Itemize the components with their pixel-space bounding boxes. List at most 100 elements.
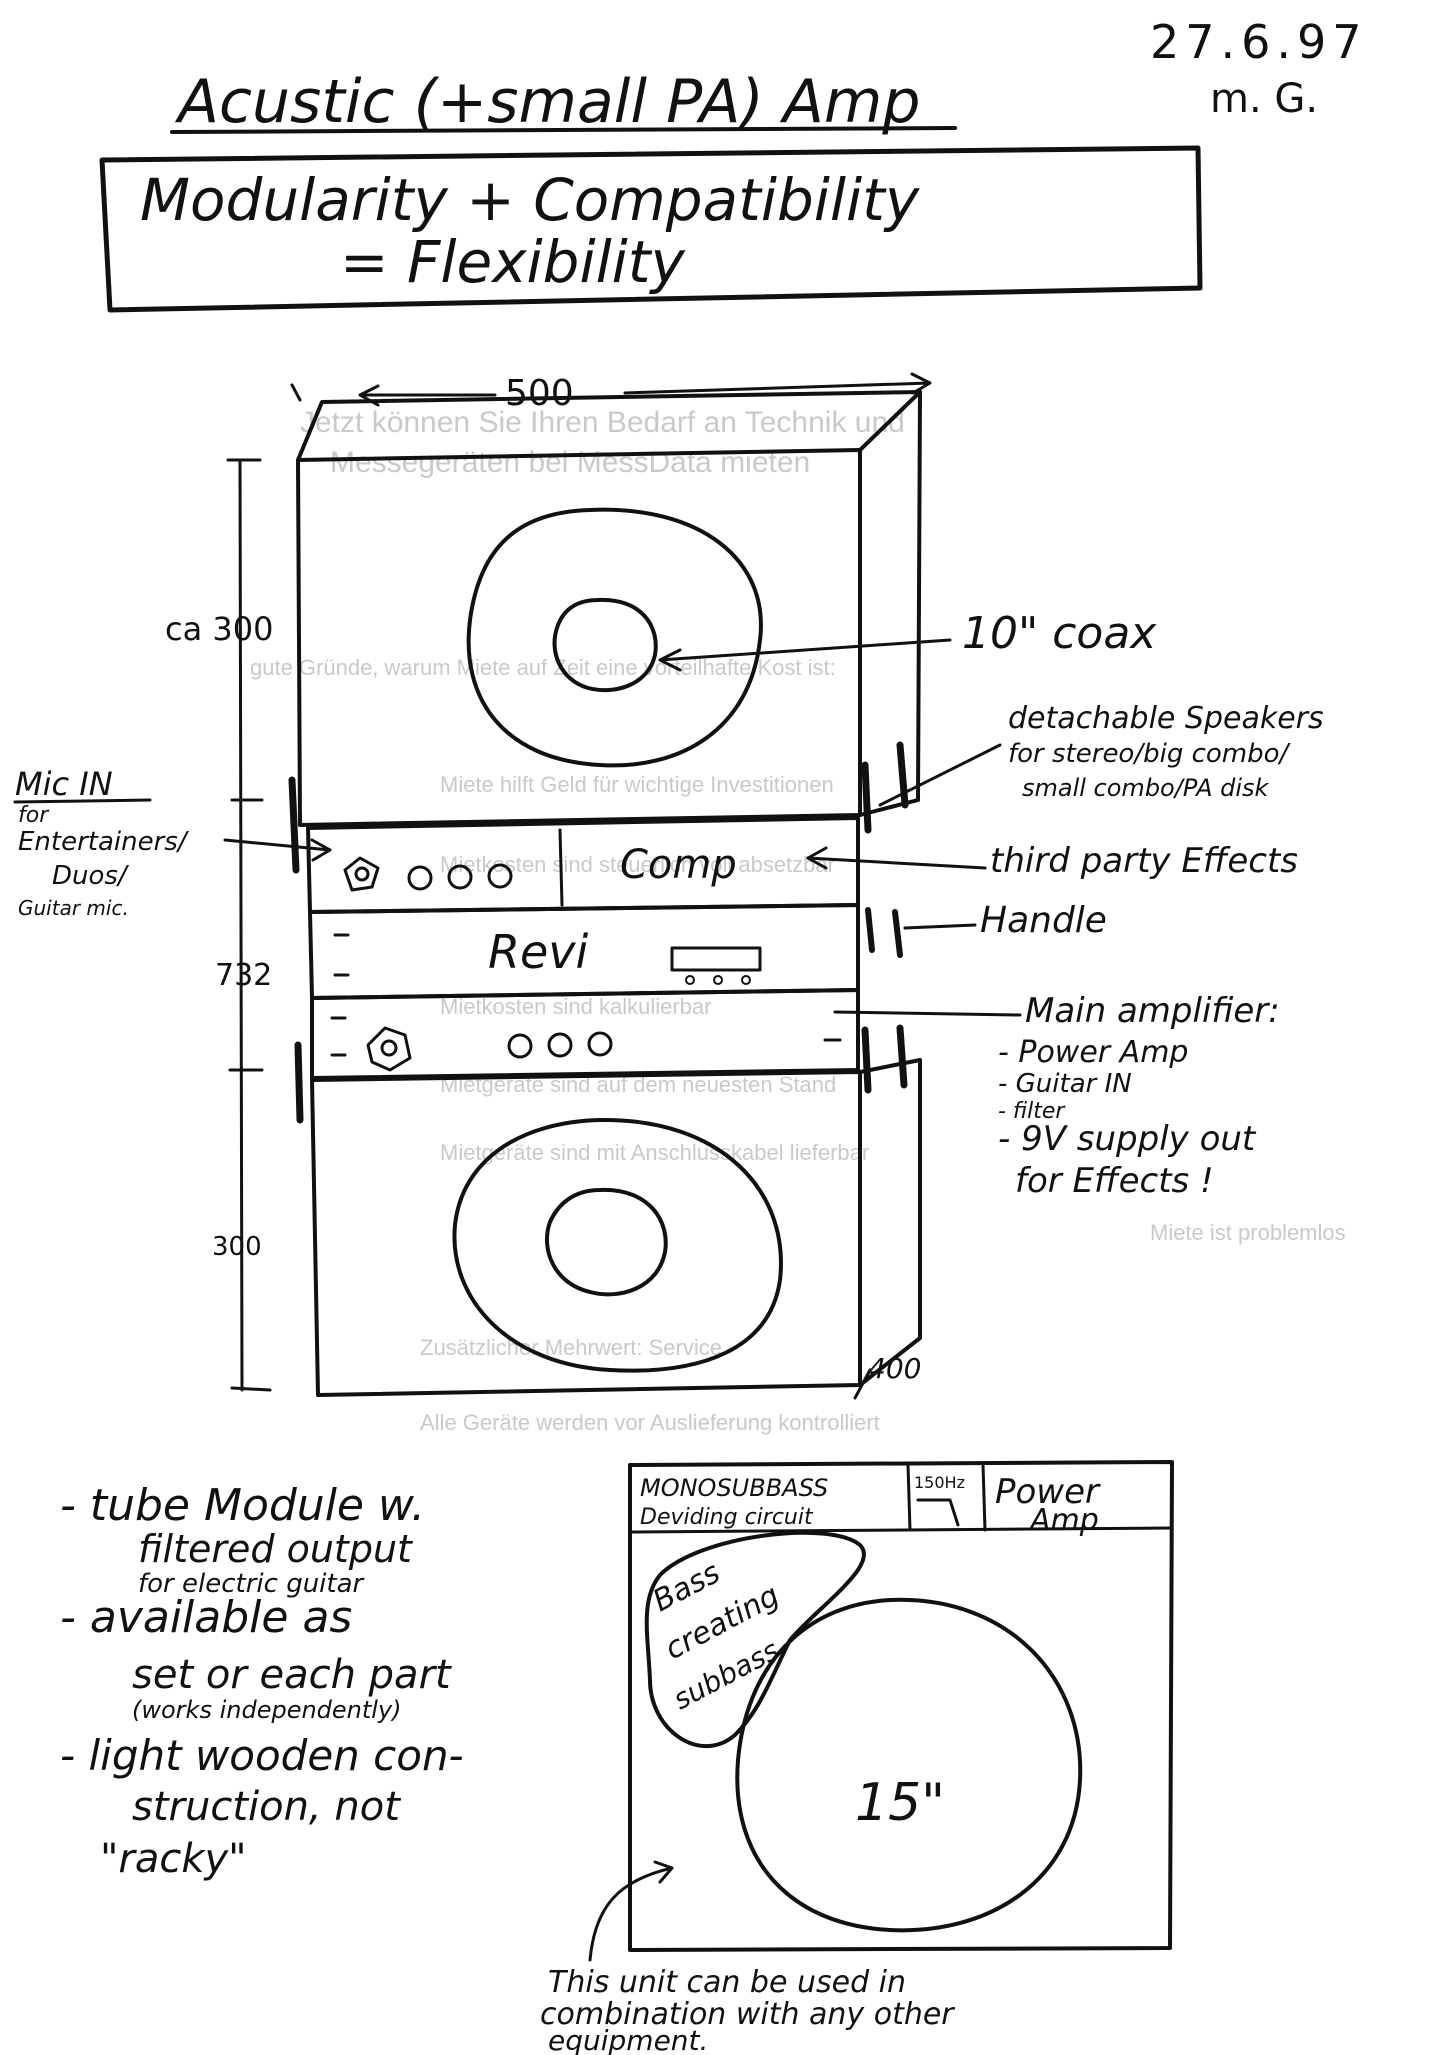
subwoofer-size-label: 15" [855, 1773, 945, 1833]
handle-label: Handle [980, 900, 1107, 941]
revi-label: Revi [488, 925, 588, 979]
subwoofer-cone [735, 1597, 1083, 1933]
height-ticks [226, 458, 272, 1392]
title-underline [170, 126, 957, 134]
mic-in-arrow [223, 838, 332, 862]
left-bottom-latch [294, 1041, 304, 1124]
combination-note-3: equipment. [548, 2024, 708, 2055]
sketch-title: Acustic (+small PA) Amp [174, 67, 920, 137]
total-height-label: 732 [215, 958, 272, 993]
knob-icon [547, 1032, 573, 1058]
revi-button-icon [713, 975, 723, 985]
main-amp-item: - filter [998, 1099, 1066, 1124]
knob-icon [407, 865, 433, 891]
right-bottom-latch [861, 1024, 908, 1094]
comp-divider [558, 828, 564, 907]
left-top-latch [288, 776, 300, 874]
main-amp-item: for Effects ! [1015, 1161, 1214, 1201]
main-amp-screws [330, 1016, 347, 1057]
subbass-header-left-2: Deviding circuit [640, 1505, 814, 1530]
handle-icon [865, 907, 903, 958]
comp-label: Comp [620, 842, 737, 888]
knob-icon [507, 1033, 533, 1059]
mic-jack-icon [343, 856, 380, 892]
bottom-speaker-dustcap [544, 1187, 668, 1297]
guitar-jack-icon [366, 1026, 412, 1072]
combination-note-1: This unit can be used in [548, 1965, 906, 2000]
handle-arrow [903, 923, 977, 930]
motto-box: Modularity + Compatibility = Flexibility [99, 145, 1203, 313]
detachable-line-2: for stereo/big combo/ [1008, 739, 1292, 769]
revi-display [670, 946, 762, 972]
header: 27.6.97 m. G. Acustic (+small PA) Amp [170, 15, 1368, 137]
feature-item-2-line-3: (works independently) [132, 1696, 402, 1724]
detachable-line-3: small combo/PA disk [1022, 774, 1270, 802]
mic-in-line: Entertainers/ [18, 827, 190, 857]
subbass-header-cells [906, 1462, 987, 1532]
width-tick [290, 383, 302, 402]
bleed-line: Zusätzlicher Mehrwert: Service [420, 1335, 722, 1360]
feature-item-2-line-1: - available as [60, 1592, 352, 1643]
author-initials: m. G. [1210, 76, 1318, 122]
mic-in-line: Guitar mic. [18, 896, 129, 920]
third-party-label: third party Effects [990, 841, 1298, 881]
bleed-line: Jetzt können Sie Ihren Bedarf an Technik… [300, 406, 905, 439]
sketch-date: 27.6.97 [1150, 15, 1368, 69]
bleed-through-text: Jetzt können Sie Ihren Bedarf an Technik… [250, 406, 1346, 1435]
main-amp-label: Main amplifier: [1025, 991, 1280, 1031]
detachable-arrow [878, 743, 1002, 807]
detachable-line-1: detachable Speakers [1008, 701, 1324, 736]
feature-item-1-line-3: for electric guitar [138, 1569, 366, 1599]
third-party-arrow [806, 846, 987, 870]
mic-in-title: Mic IN [15, 765, 113, 803]
height-line [238, 458, 244, 1392]
main-amp-item: - Power Amp [998, 1035, 1188, 1070]
motto-line-2: = Flexibility [340, 228, 686, 296]
bottom-speaker-cone [452, 1117, 783, 1373]
knob-icon [487, 863, 513, 889]
bleed-line: Miete ist problemlos [1150, 1220, 1346, 1245]
bottom-cabinet-side [858, 1058, 922, 1387]
mic-in-line: Duos/ [52, 861, 130, 891]
lowpass-icon [916, 1498, 960, 1527]
top-speaker-dustcap [552, 597, 658, 693]
feature-item-2-line-2: set or each part [132, 1652, 452, 1698]
height-dimensions: ca 300 732 300 400 [165, 458, 921, 1400]
feature-item-3-line-3: "racky" [100, 1836, 247, 1882]
bottom-height-label: 300 [212, 1232, 262, 1262]
combination-note-2: combination with any other [540, 1997, 955, 2032]
top-cabinet-top [296, 390, 922, 462]
coax-label: 10" coax [962, 608, 1157, 659]
feature-list: - tube Module w. filtered output for ele… [60, 1480, 464, 1882]
bleed-line: Alle Geräte werden vor Auslieferung kont… [420, 1410, 880, 1435]
main-amp-arrow [833, 1010, 1022, 1017]
main-amp-module [310, 988, 860, 1080]
right-top-latch [861, 761, 872, 834]
revi-screws [333, 933, 350, 977]
main-amp-item: - 9V supply out [998, 1119, 1257, 1159]
revi-button-icon [741, 975, 751, 985]
feature-item-1-line-2: filtered output [138, 1527, 414, 1571]
mic-in-underline [13, 798, 152, 804]
subbass-header-right-2: Amp [1028, 1503, 1099, 1538]
top-height-label: ca 300 [165, 610, 273, 648]
bleed-line: Mietkosten sind kalkulierbar [440, 994, 711, 1019]
bleed-line: Miete hilft Geld für wichtige Investitio… [440, 772, 834, 797]
bleed-line: Mietgeräte sind mit Anschlusskabel liefe… [440, 1140, 869, 1165]
subbass-cabinet [628, 1460, 1174, 1952]
mic-in-line: for [18, 803, 50, 828]
knob-icon [587, 1031, 613, 1057]
feature-item-3-line-2: struction, not [132, 1784, 401, 1830]
motto-frame [99, 145, 1203, 313]
feature-item-3-line-1: - light wooden con- [60, 1731, 464, 1780]
subbass-header-left-1: MONOSUBBASS [640, 1474, 828, 1502]
subbass-header-mid: 150Hz [914, 1473, 965, 1492]
top-cabinet-side [858, 390, 922, 817]
depth-tick [853, 1368, 872, 1400]
width-dimension: 500 [290, 372, 932, 414]
subbass-header-right-1: Power [995, 1472, 1101, 1512]
width-label: 500 [505, 373, 574, 414]
mic-jack-icon-center [354, 866, 370, 882]
top-speaker-cone [466, 507, 763, 768]
bleed-line: gute Gründe, warum Miete auf Zeit eine v… [250, 655, 836, 680]
